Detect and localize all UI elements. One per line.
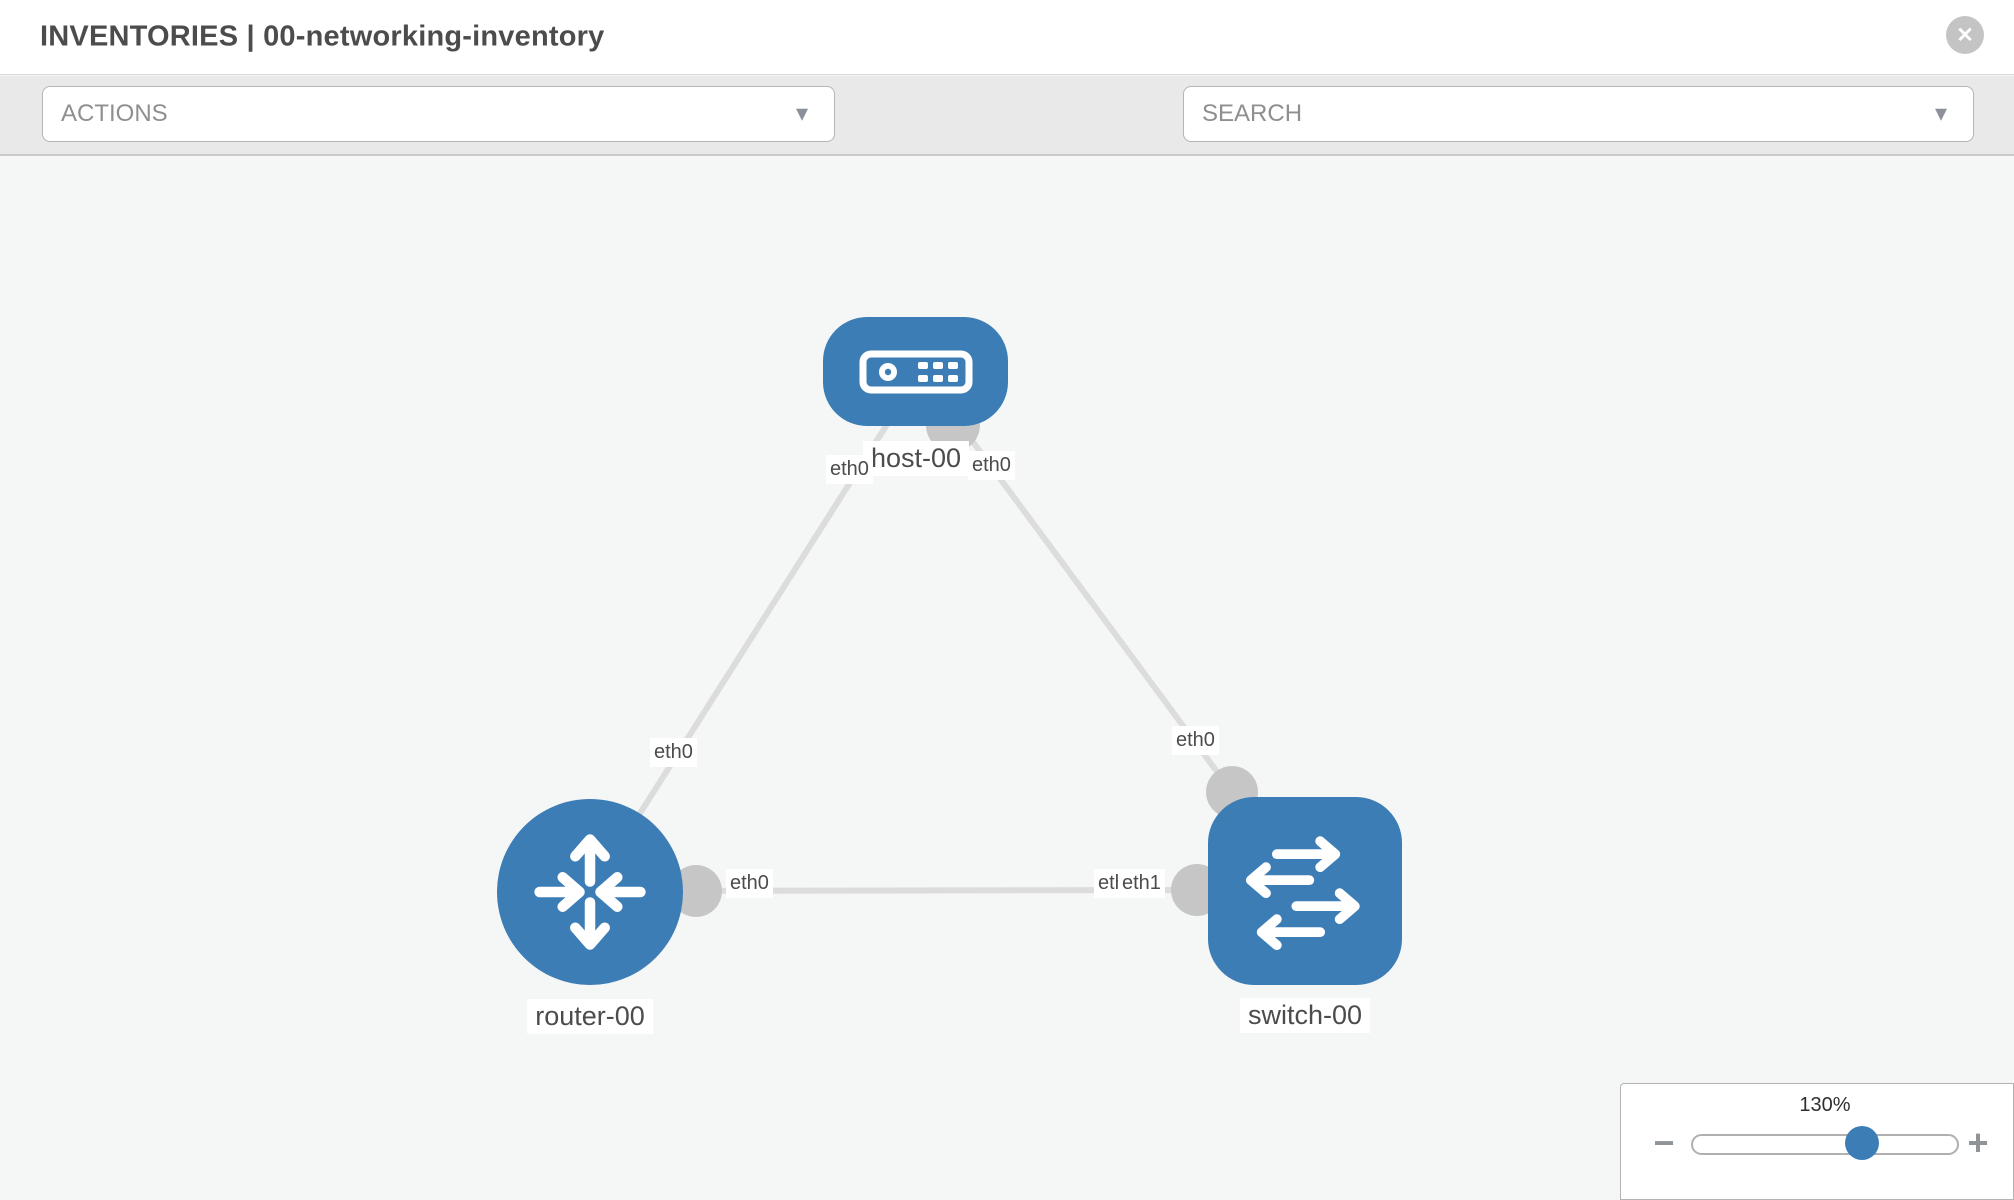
interface-label-router-switch-switch-end: eth1 — [1118, 869, 1165, 898]
interface-label-host-switch-host-end: eth0 — [968, 451, 1015, 480]
zoom-out-minus-icon[interactable]: − — [1653, 1122, 1675, 1163]
server-icon — [859, 350, 972, 393]
switch-arrows-icon — [1245, 836, 1360, 951]
header-bar: INVENTORIES | 00-networking-inventory ✕ — [0, 0, 2014, 75]
node-label-host-00: host-00 — [862, 441, 970, 476]
interface-label-host-router-host-end: eth0 — [826, 455, 873, 484]
zoom-slider-knob[interactable] — [1845, 1126, 1879, 1160]
chevron-down-icon: ▾ — [795, 100, 808, 127]
zoom-slider-track[interactable] — [1691, 1134, 1959, 1155]
actions-dropdown[interactable]: ACTIONS ▾ — [42, 86, 835, 142]
node-router-00[interactable] — [497, 799, 683, 985]
node-label-switch-00: switch-00 — [1239, 998, 1371, 1033]
search-dropdown[interactable]: SEARCH ▾ — [1183, 86, 1974, 142]
topology-canvas[interactable]: host-00 router-00 switch-00 eth0 eth0 et… — [0, 157, 2014, 1200]
interface-label-router-switch-router-end: eth0 — [726, 869, 773, 898]
node-host-00[interactable] — [823, 317, 1008, 426]
interface-dot-router — [670, 865, 722, 917]
page-title: INVENTORIES | 00-networking-inventory — [40, 20, 605, 53]
close-icon[interactable]: ✕ — [1946, 16, 1984, 54]
toolbar: ACTIONS ▾ SEARCH ▾ — [0, 76, 2014, 207]
chevron-down-icon: ▾ — [1934, 100, 1947, 127]
search-dropdown-label: SEARCH — [1202, 100, 1303, 127]
zoom-level-value: 130% — [1799, 1094, 1851, 1116]
router-arrows-icon — [534, 834, 646, 950]
actions-dropdown-label: ACTIONS — [61, 100, 168, 127]
node-label-router-00: router-00 — [527, 999, 653, 1034]
zoom-in-plus-icon[interactable]: + — [1967, 1122, 1989, 1163]
interface-label-host-router-router-end: eth0 — [650, 738, 697, 767]
link-host-router[interactable] — [587, 413, 896, 894]
node-switch-00[interactable] — [1208, 797, 1402, 985]
interface-label-host-switch-switch-end: eth0 — [1172, 726, 1219, 755]
zoom-control-panel: 130% − + — [1620, 1083, 2014, 1200]
